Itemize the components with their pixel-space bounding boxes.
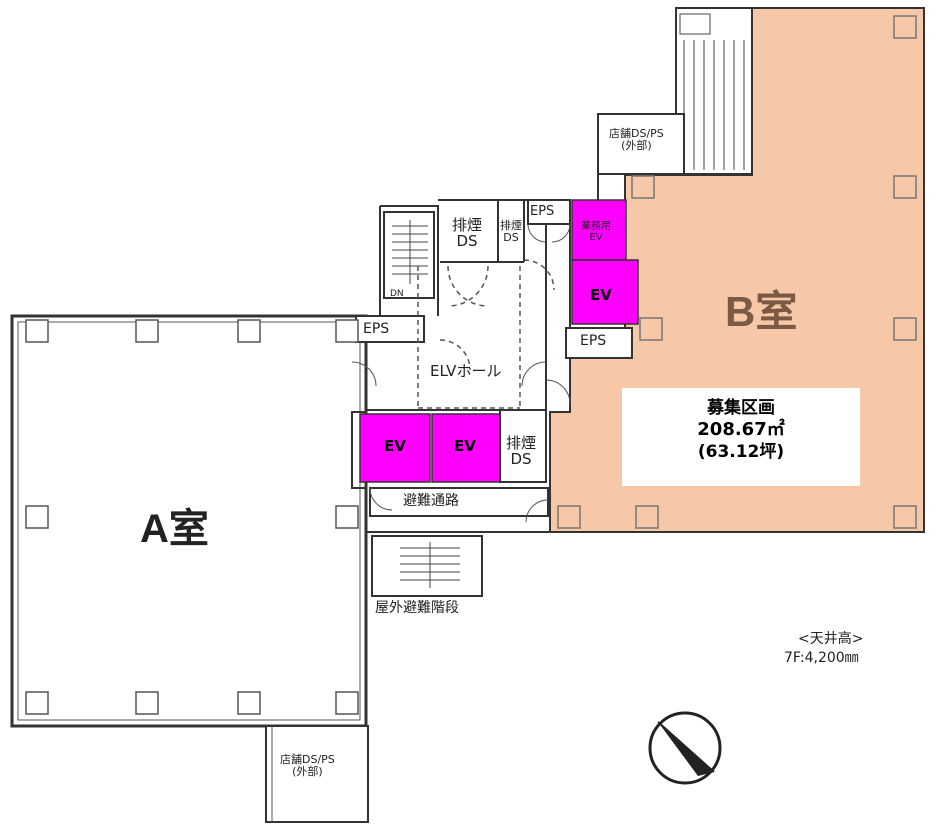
eps-top-label: EPS [530,204,555,219]
dn-label: DN [390,289,404,299]
recruit-tsubo: (63.12坪) [697,441,785,462]
ev-hall-label: ELVホール [430,362,502,380]
outdoor-stairs [371,535,483,597]
top-shaft [675,7,753,175]
stair-top [383,211,435,299]
service-ev-label: 業務用 EV [581,221,611,243]
ev-right-label: EV [590,286,612,304]
elv-hall-dashes [417,259,555,409]
shop-ds-top-label: 店舗DS/PS (外部) [609,127,664,152]
smoke-ds-top-label: 排煙 DS [452,216,483,250]
north-arrow-icon [648,711,722,785]
shop-ds-bottom-box [265,725,369,823]
ev-right-box [571,259,639,325]
core-walls [351,199,633,533]
columns-a [25,319,359,715]
smoke-ds-small-label: 排煙 DS [500,219,522,244]
eps-left-label: EPS [363,321,390,337]
recruit-title: 募集区画 [707,398,775,418]
shop-ds-top-box [597,113,685,175]
room-a-area [10,314,368,728]
recruit-info-box: 募集区画 208.67㎡ (63.12坪) [622,388,860,486]
room-b-label: B室 [725,288,798,335]
ceiling-title: <天井高> [798,631,864,647]
ev-2-box [431,413,501,483]
shop-ds-bottom-label: 店舗DS/PS (外部) [280,753,335,778]
door-swings [351,223,571,523]
evac-path-label: 避難通路 [403,493,459,509]
columns-b [557,15,917,529]
ev-1-label: EV [384,437,406,455]
eps-right-label: EPS [580,333,607,349]
ceiling-value: 7F:4,200㎜ [784,650,859,666]
service-ev-box [571,199,627,261]
recruit-area: 208.67㎡ [697,419,785,441]
room-a-label: A室 [140,507,209,551]
ev-1-box [359,413,431,483]
ev-2-label: EV [454,437,476,455]
smoke-ds-bottom-label: 排煙 DS [506,434,537,468]
outdoor-stairs-label: 屋外避難階段 [375,600,459,616]
